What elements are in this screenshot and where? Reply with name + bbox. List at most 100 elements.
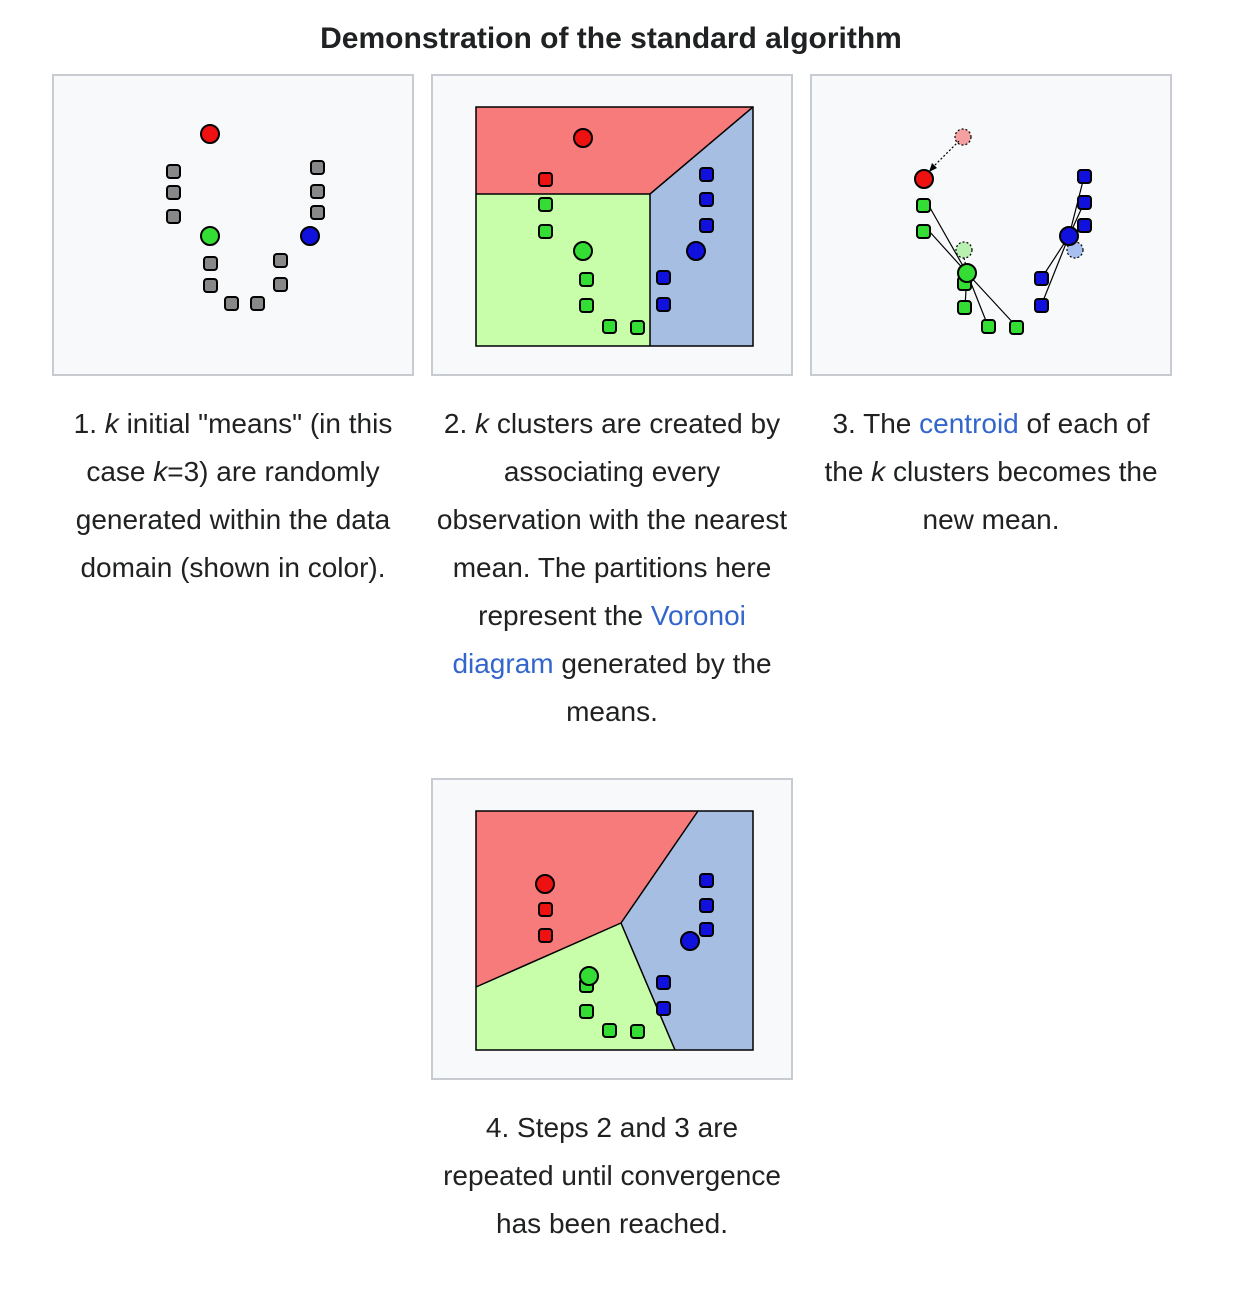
observation-blue (656, 975, 671, 990)
observation-blue (699, 898, 714, 913)
observation-red (538, 902, 553, 917)
caption-text: of each of the (824, 408, 1150, 487)
region-green (476, 923, 675, 1050)
observation-green (538, 197, 553, 212)
observation-green (579, 1004, 594, 1019)
caption-text: =3) are randomly generated within the da… (75, 456, 391, 583)
old-mean-green (955, 241, 973, 259)
mean-blue (300, 226, 320, 246)
observation-square (203, 278, 218, 293)
step-2-image[interactable] (431, 74, 793, 376)
observation-square (250, 296, 265, 311)
observation-square (166, 185, 181, 200)
observation-square (224, 296, 239, 311)
mean-blue (686, 241, 706, 261)
caption-text: clusters are created by associating ever… (436, 408, 788, 631)
observation-blue (699, 873, 714, 888)
old-mean-red (954, 128, 972, 146)
mean-green (573, 241, 593, 261)
observation-square (273, 253, 288, 268)
variable-k: k (475, 408, 490, 439)
mean-red (535, 874, 555, 894)
new-mean-green (957, 263, 977, 283)
mean-red (573, 128, 593, 148)
observation-green (981, 319, 996, 334)
figure-title: Demonstration of the standard algorithm (320, 22, 902, 55)
voronoi-diagram-link[interactable]: Voronoi diagram (452, 600, 746, 679)
observation-blue (699, 192, 714, 207)
region-red (476, 811, 698, 987)
step-number: 1. (73, 408, 98, 439)
observation-green (957, 300, 972, 315)
observation-square (310, 205, 325, 220)
step-3-caption: 3. The centroid of each of the k cluster… (810, 400, 1172, 544)
observation-green (538, 224, 553, 239)
variable-k: k (871, 456, 886, 487)
observation-blue (1077, 195, 1092, 210)
observation-red (538, 928, 553, 943)
arrow-head (929, 163, 937, 172)
region-blue (621, 811, 753, 1050)
observation-green (602, 1023, 617, 1038)
region-green (476, 194, 650, 346)
observation-blue (699, 922, 714, 937)
observation-square (310, 184, 325, 199)
mean-blue (680, 931, 700, 951)
observation-red (538, 172, 553, 187)
step-1-diagram (166, 124, 325, 311)
mean-red (200, 124, 220, 144)
step-3-diagram (914, 128, 1092, 335)
observation-blue (1034, 271, 1049, 286)
move-arrows (932, 140, 1072, 267)
region-boundaries (476, 106, 754, 346)
step-4-diagram (475, 810, 754, 1051)
step-number: 4. (485, 1112, 510, 1143)
observation-green (630, 1024, 645, 1039)
observation-square (166, 164, 181, 179)
step-2-diagram (475, 106, 754, 347)
caption-text: generated by the means. (553, 648, 772, 727)
caption-text: initial "means" (in this case (86, 408, 393, 487)
observation-square (310, 160, 325, 175)
variable-k: k (104, 408, 119, 439)
mean-green (200, 226, 220, 246)
region-boundaries (475, 810, 699, 1051)
variable-k: k (153, 456, 168, 487)
observation-green (630, 320, 645, 335)
observation-blue (656, 297, 671, 312)
observation-blue (1077, 218, 1092, 233)
new-mean-blue (1059, 226, 1079, 246)
caption-text: Steps 2 and 3 are repeated until converg… (443, 1112, 781, 1239)
step-number: 2. (443, 408, 468, 439)
observation-green (1009, 320, 1024, 335)
observation-green (916, 198, 931, 213)
step-4-caption: 4. Steps 2 and 3 are repeated until conv… (431, 1104, 793, 1248)
observation-green (916, 224, 931, 239)
centroid-link[interactable]: centroid (919, 408, 1019, 439)
observation-green (579, 298, 594, 313)
step-number: 3. (832, 408, 856, 439)
new-mean-red (914, 169, 934, 189)
step-1-caption: 1. k initial "means" (in this case k=3) … (52, 400, 414, 592)
step-1-image[interactable] (52, 74, 414, 376)
centroid-lines (928, 176, 1085, 327)
plot-frame (475, 106, 754, 347)
observation-square (203, 256, 218, 271)
caption-text: The (863, 408, 920, 439)
observation-blue (656, 270, 671, 285)
observation-blue (656, 1001, 671, 1016)
observation-blue (699, 218, 714, 233)
plot-frame (475, 810, 754, 1051)
step-3-image[interactable] (810, 74, 1172, 376)
observation-square (273, 277, 288, 292)
step-4-image[interactable] (431, 778, 793, 1080)
old-means (954, 128, 1084, 259)
mean-green (579, 966, 599, 986)
observation-green (579, 272, 594, 287)
step-2-caption: 2. k clusters are created by associating… (431, 400, 793, 736)
gray-observations (166, 160, 325, 311)
observation-green (602, 319, 617, 334)
observation-blue (699, 167, 714, 182)
observation-blue (1034, 298, 1049, 313)
observation-blue (1077, 169, 1092, 184)
